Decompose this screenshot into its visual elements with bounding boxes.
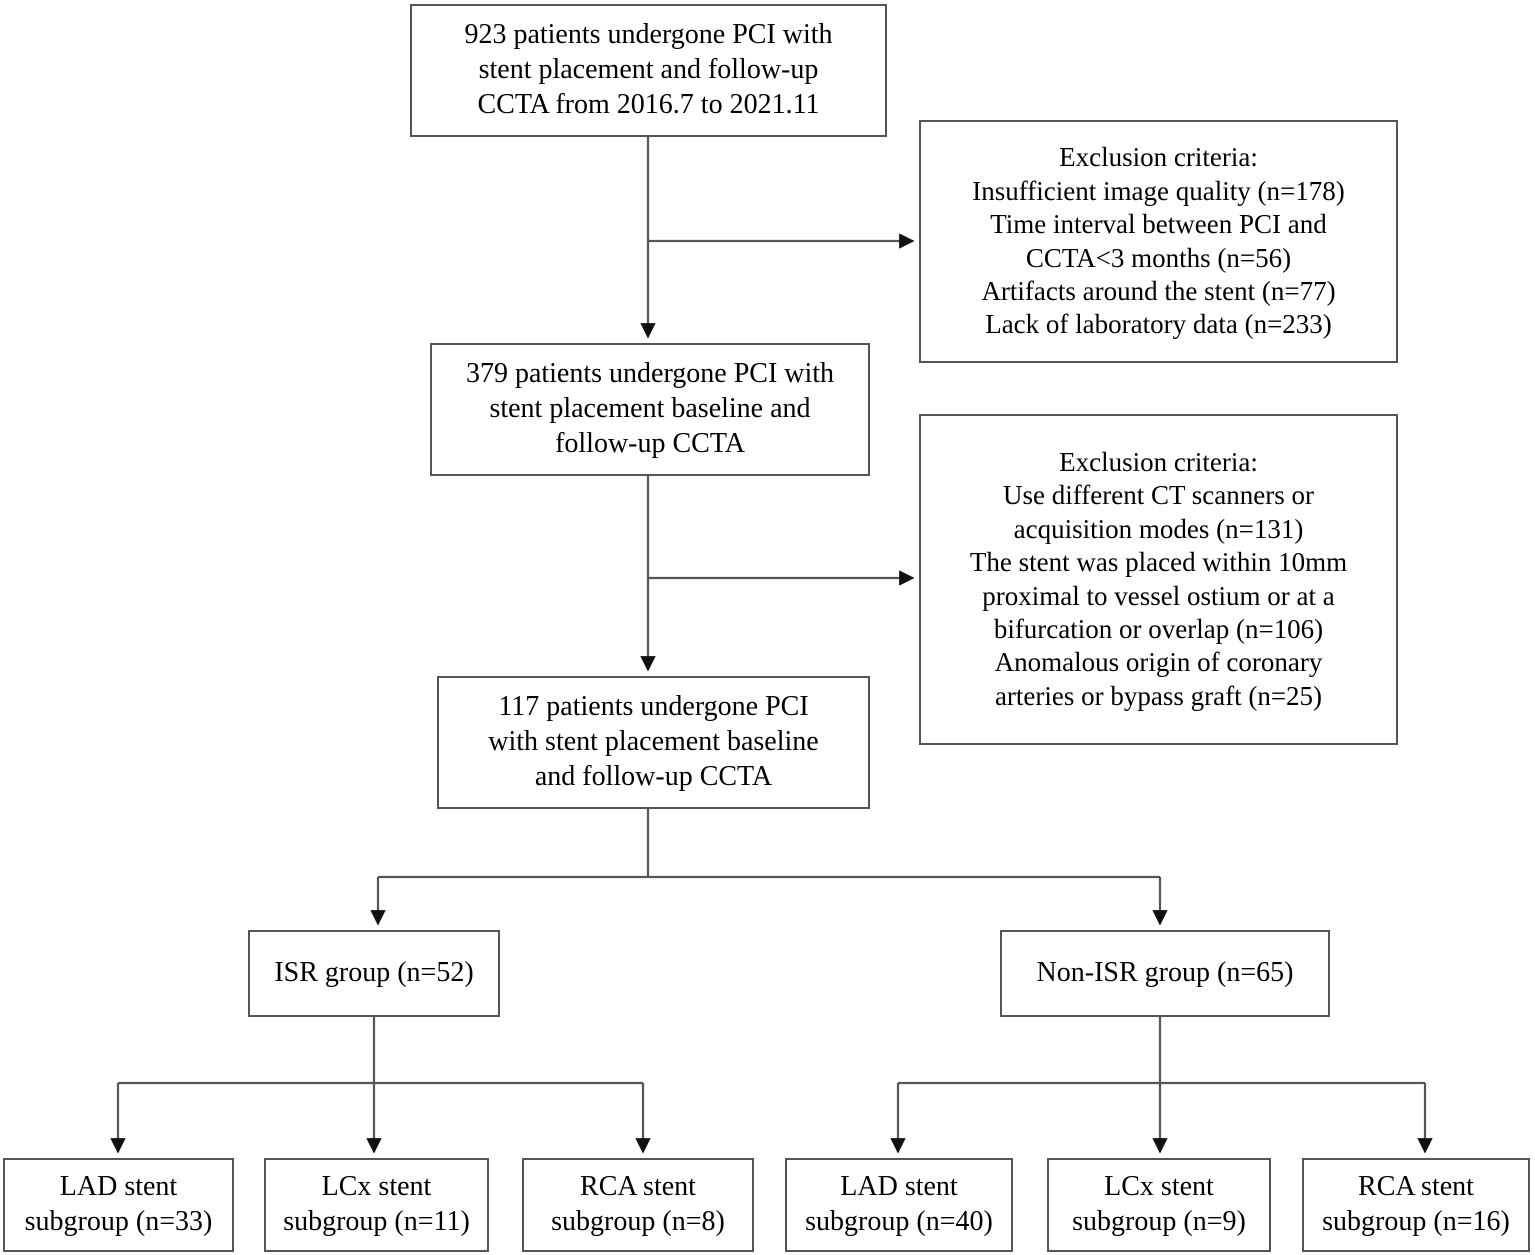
node-isr-rca-subgroup: RCA stent subgroup (n=8) xyxy=(522,1158,754,1252)
node-isr-lcx-subgroup-label: LCx stent subgroup (n=11) xyxy=(283,1171,470,1237)
node-non-isr-group-label: Non-ISR group (n=65) xyxy=(1036,957,1294,989)
node-isr-rca-subgroup-label: RCA stent subgroup (n=8) xyxy=(551,1171,725,1237)
node-nonisr-lcx-subgroup-label: LCx stent subgroup (n=9) xyxy=(1072,1171,1246,1237)
node-cohort-initial-label: 923 patients undergone PCI with stent pl… xyxy=(464,19,833,120)
node-isr-lad-subgroup: LAD stent subgroup (n=33) xyxy=(3,1158,234,1252)
node-exclusion-1: Exclusion criteria: Insufficient image q… xyxy=(919,120,1398,363)
node-isr-lad-subgroup-label: LAD stent subgroup (n=33) xyxy=(24,1171,213,1237)
node-exclusion-2: Exclusion criteria: Use different CT sca… xyxy=(919,414,1398,745)
node-isr-lcx-subgroup: LCx stent subgroup (n=11) xyxy=(264,1158,489,1252)
node-cohort-379: 379 patients undergone PCI with stent pl… xyxy=(430,343,870,476)
node-nonisr-lad-subgroup-label: LAD stent subgroup (n=40) xyxy=(805,1171,993,1237)
node-nonisr-rca-subgroup: RCA stent subgroup (n=16) xyxy=(1302,1158,1530,1252)
node-isr-group-label: ISR group (n=52) xyxy=(274,957,474,989)
node-isr-group: ISR group (n=52) xyxy=(248,930,500,1017)
node-nonisr-rca-subgroup-label: RCA stent subgroup (n=16) xyxy=(1322,1171,1510,1237)
node-exclusion-2-label: Exclusion criteria: Use different CT sca… xyxy=(969,446,1348,711)
node-nonisr-lcx-subgroup: LCx stent subgroup (n=9) xyxy=(1047,1158,1271,1252)
node-cohort-379-label: 379 patients undergone PCI with stent pl… xyxy=(465,358,835,459)
node-non-isr-group: Non-ISR group (n=65) xyxy=(1000,930,1330,1017)
node-cohort-117-label: 117 patients undergone PCI with stent pl… xyxy=(488,691,819,792)
node-nonisr-lad-subgroup: LAD stent subgroup (n=40) xyxy=(785,1158,1013,1252)
node-exclusion-1-label: Exclusion criteria: Insufficient image q… xyxy=(972,142,1345,340)
node-cohort-117: 117 patients undergone PCI with stent pl… xyxy=(437,676,870,809)
node-cohort-initial: 923 patients undergone PCI with stent pl… xyxy=(410,4,887,137)
